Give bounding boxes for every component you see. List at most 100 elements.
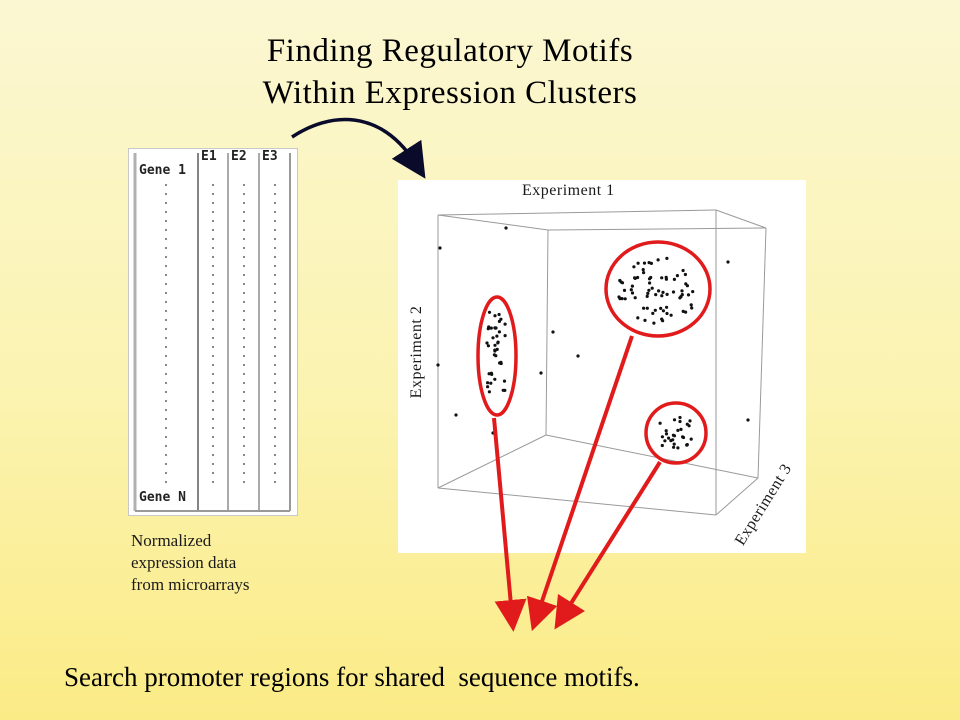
matrix-dot (165, 382, 167, 384)
matrix-dot (212, 418, 214, 420)
matrix-dot (243, 472, 245, 474)
scatter-point (539, 371, 543, 375)
scatter-point (689, 437, 693, 441)
matrix-dot (165, 463, 167, 465)
matrix-dot (165, 220, 167, 222)
scatter-point (623, 297, 627, 301)
scatter-point (652, 321, 656, 325)
matrix-dot (243, 337, 245, 339)
scatter-point (665, 311, 669, 316)
matrix-dot (165, 229, 167, 231)
matrix-dot (212, 193, 214, 195)
scatter-point (679, 427, 683, 431)
cube-wireframe (437, 209, 767, 516)
scatter-point (495, 347, 499, 351)
scatter-point (487, 325, 491, 329)
scatter-point (617, 295, 621, 299)
matrix-dot (274, 283, 276, 285)
matrix-dot (212, 301, 214, 303)
scatter-point (436, 363, 440, 367)
matrix-dot (274, 193, 276, 195)
matrix-dot (212, 481, 214, 483)
scatter-point (487, 390, 491, 394)
scatter-point (660, 443, 664, 448)
cluster-arrows (492, 335, 662, 632)
matrix-dot (243, 436, 245, 438)
scatter-point (660, 294, 664, 298)
matrix-dot (165, 409, 167, 411)
matrix-dot (274, 202, 276, 204)
matrix-caption: Normalized expression data from microarr… (131, 530, 249, 596)
matrix-dot (243, 481, 245, 483)
matrix-dot (212, 184, 214, 186)
expression-matrix: Gene 1 Gene N E1 E2 E3 (128, 148, 298, 516)
matrix-dot (165, 481, 167, 483)
matrix-dot (165, 400, 167, 402)
matrix-dot (243, 409, 245, 411)
matrix-dot (212, 238, 214, 240)
scatter-point (551, 330, 555, 334)
scatter-point (681, 268, 685, 273)
scatter-point (641, 268, 645, 272)
scatter-point (497, 312, 501, 317)
matrix-dot (274, 211, 276, 213)
scatter-point (658, 421, 662, 425)
scatter-point (646, 291, 650, 295)
scatter-point (485, 341, 489, 345)
scatter-point (685, 443, 689, 447)
matrix-dot (274, 427, 276, 429)
matrix-dot (165, 202, 167, 204)
matrix-dot (165, 265, 167, 267)
scatter-point (676, 446, 680, 450)
matrix-dot (274, 409, 276, 411)
matrix-dot (165, 472, 167, 474)
matrix-dot (243, 310, 245, 312)
matrix-dot (274, 382, 276, 384)
matrix-dot (274, 436, 276, 438)
scatter-point (678, 415, 682, 420)
matrix-dot (165, 301, 167, 303)
scatter-point (671, 438, 675, 442)
scatter-point (629, 288, 633, 292)
matrix-dot (212, 445, 214, 447)
matrix-dot (243, 391, 245, 393)
matrix-dot (212, 337, 214, 339)
matrix-dot (274, 400, 276, 402)
matrix-dot (212, 355, 214, 357)
scatter-point (493, 343, 497, 347)
matrix-dot (165, 418, 167, 420)
scatter-point (684, 282, 688, 286)
scatter-point (622, 288, 627, 292)
matrix-dot (243, 247, 245, 249)
scatter-point (486, 385, 490, 389)
scatter-point (502, 379, 507, 383)
scatter-point (650, 286, 654, 290)
scatter-point (660, 435, 664, 439)
matrix-dot (243, 256, 245, 258)
matrix-dot (212, 391, 214, 393)
scatter-point (489, 326, 493, 330)
scatter-point (669, 313, 673, 317)
scatter-point (486, 381, 490, 385)
matrix-dot (243, 238, 245, 240)
scatter-point (672, 277, 676, 281)
matrix-dot (212, 310, 214, 312)
matrix-dot (274, 256, 276, 258)
matrix-dot (212, 211, 214, 213)
matrix-dot (243, 184, 245, 186)
matrix-dot (274, 310, 276, 312)
scatter-point (687, 424, 691, 428)
footer-text: Search promoter regions for shared seque… (64, 662, 640, 692)
matrix-dot (243, 427, 245, 429)
scatter-point (493, 377, 497, 381)
matrix-dot (243, 292, 245, 294)
matrix-dot (212, 400, 214, 402)
matrix-dot (274, 238, 276, 240)
scatter-point (636, 275, 640, 280)
matrix-dot (274, 292, 276, 294)
scatter-point (664, 429, 668, 433)
scatter-point (499, 360, 503, 364)
arrow-cluster-1 (492, 417, 527, 632)
scatter-point (667, 436, 671, 440)
